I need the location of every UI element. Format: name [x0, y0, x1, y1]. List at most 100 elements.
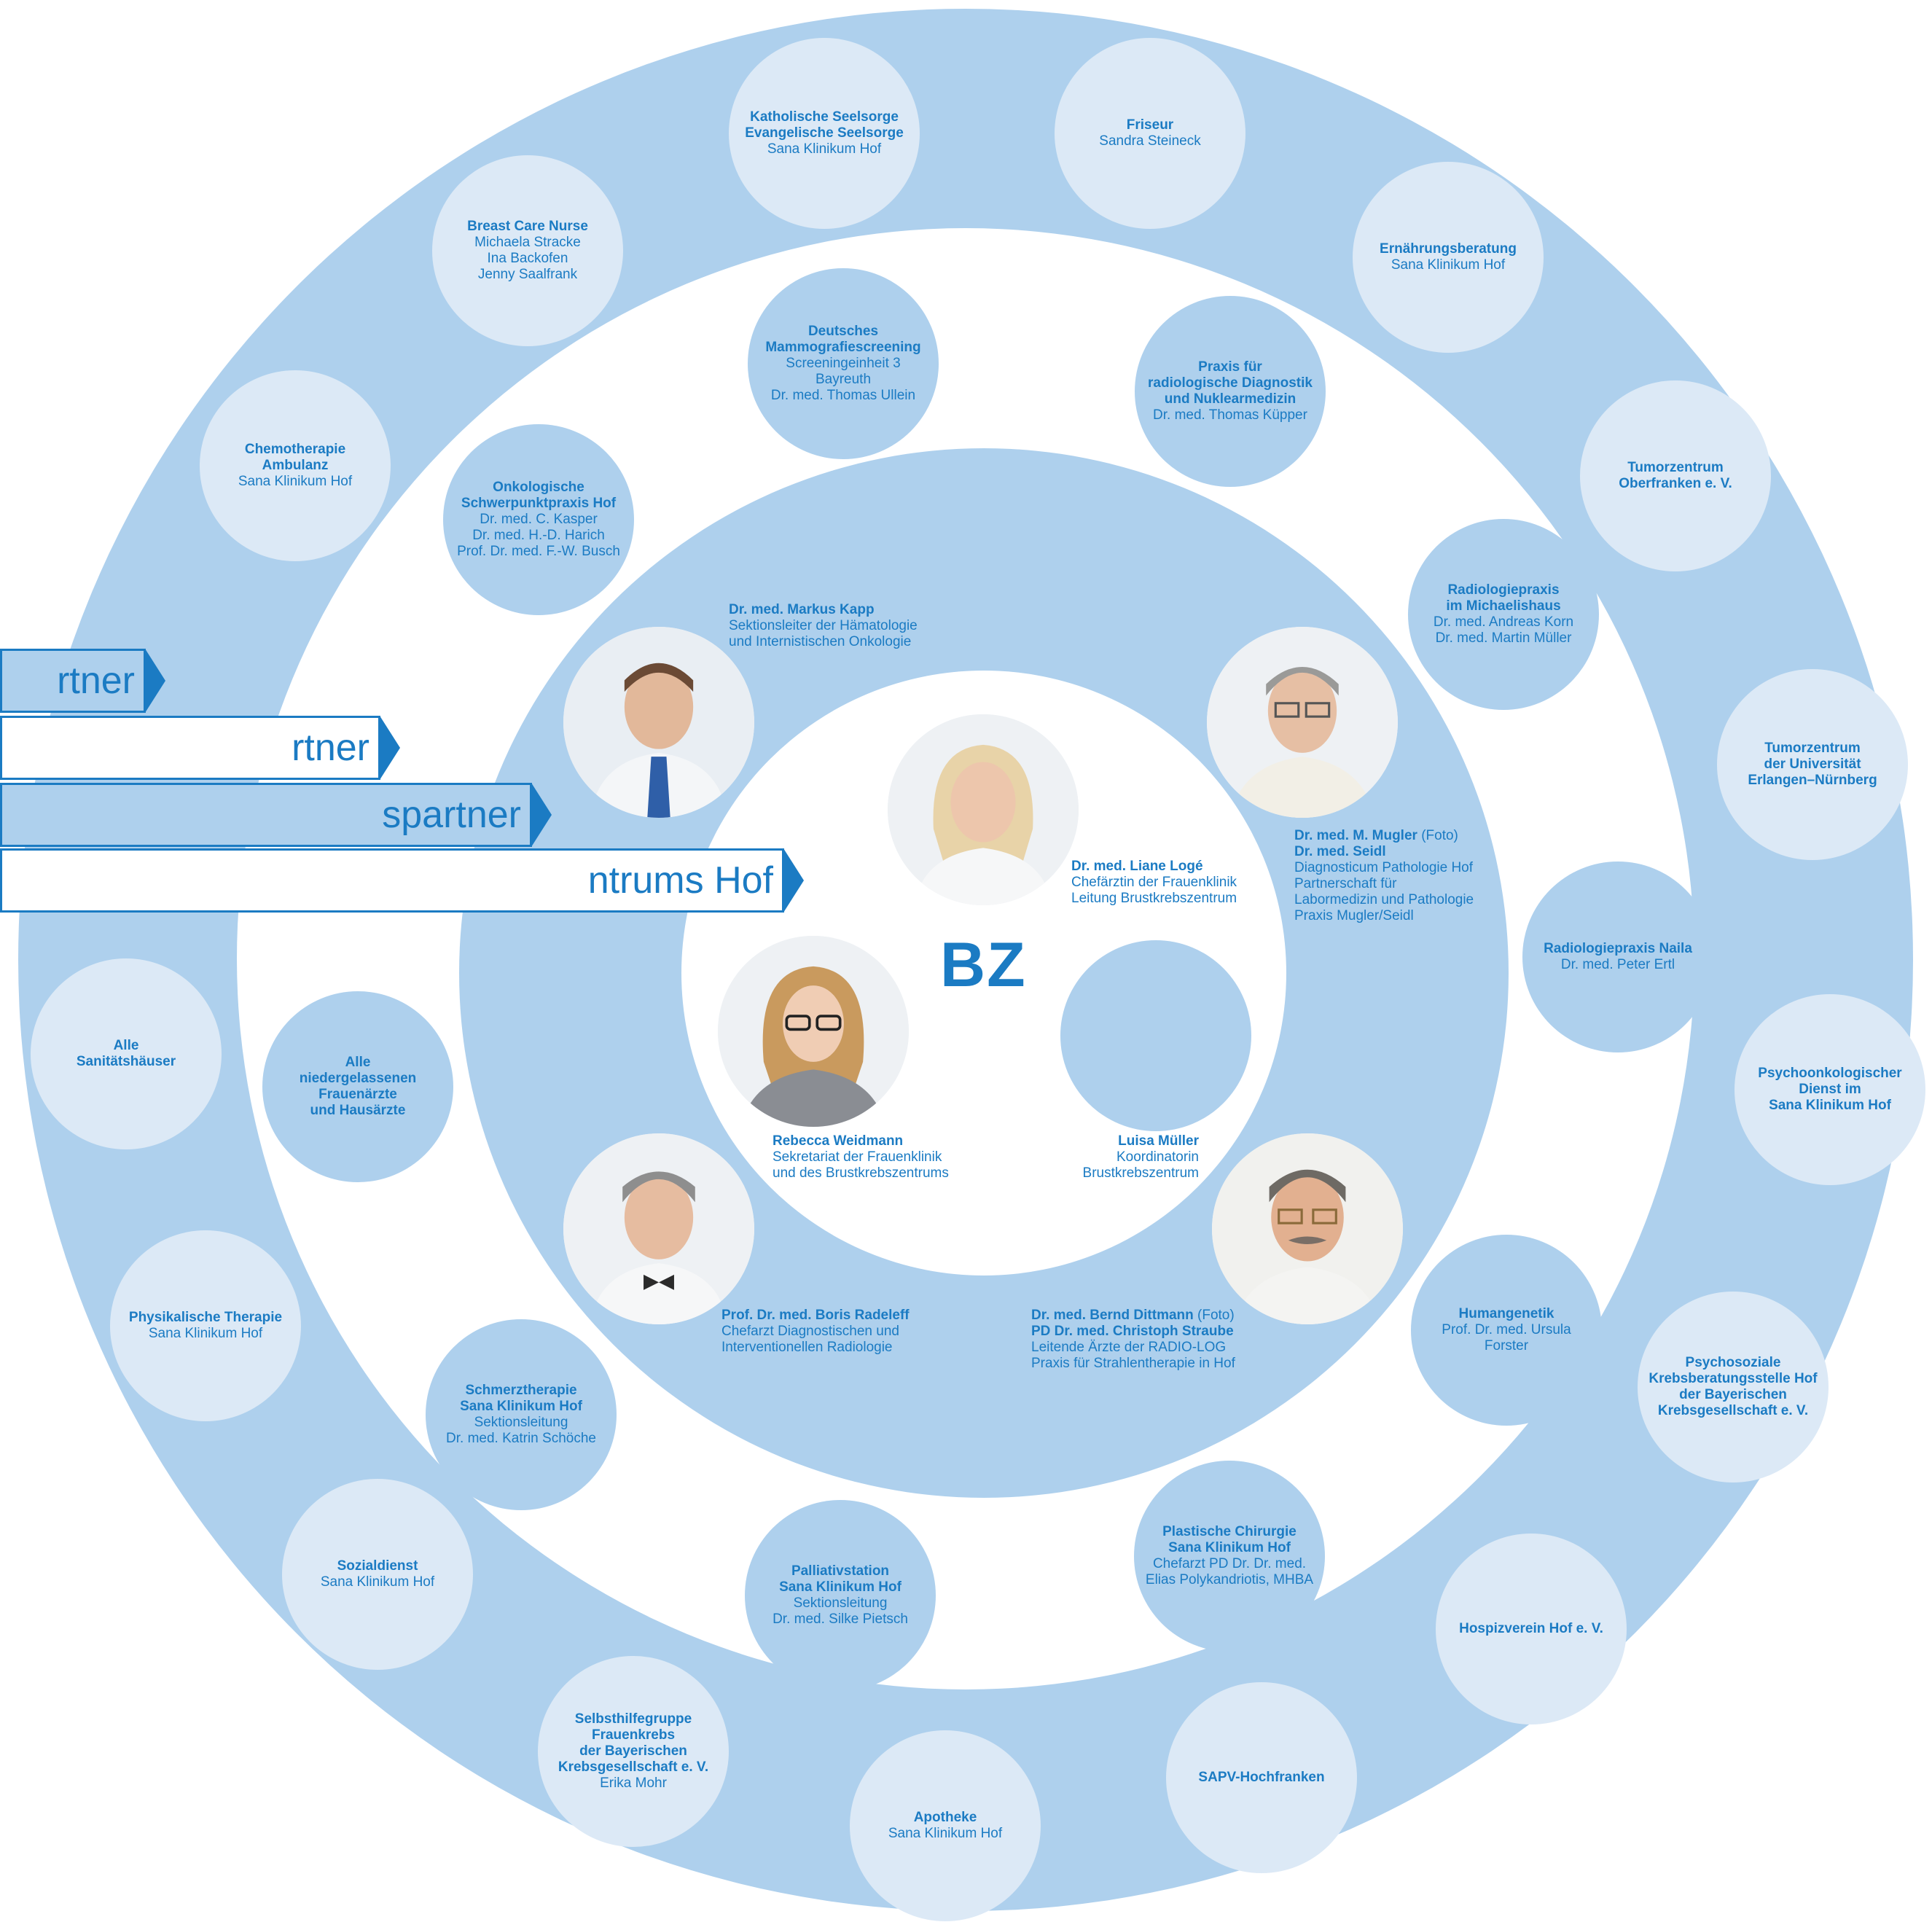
node-line: Prof. Dr. med. Ursula Forster — [1442, 1322, 1571, 1353]
caption-line: Interventionellen Radiologie — [721, 1340, 893, 1355]
node-line: Dr. med. Martin Müller — [1435, 630, 1572, 646]
node-line: Sana Klinikum Hof — [1168, 1540, 1291, 1555]
node-line: Alle — [113, 1038, 139, 1053]
node-line: Chefarzt PD Dr. Dr. med. — [1152, 1556, 1307, 1571]
node-radiologie-naila: Radiologiepraxis Naila Dr. med. Peter Er… — [1522, 862, 1713, 1052]
node-line: Psychoonkologischer — [1758, 1066, 1902, 1081]
photo-mueller-placeholder — [1060, 940, 1251, 1131]
caption-loge: Dr. med. Liane Logé Chefärztin der Fraue… — [1071, 859, 1237, 907]
node-friseur: Friseur Sandra Steineck — [1055, 38, 1245, 229]
caption-line: Dr. med. Bernd Dittmann (Foto) — [1031, 1308, 1235, 1324]
node-line: Ambulanz — [262, 458, 329, 473]
node-line: Elias Polykandriotis, MHBA — [1145, 1572, 1314, 1587]
node-psychoonkologie: Psychoonkologischer Dienst im Sana Klini… — [1735, 994, 1925, 1185]
caption-line: Prof. Dr. med. Boris Radeleff — [721, 1308, 910, 1323]
node-physikalische-therapie: Physikalische Therapie Sana Klinikum Hof — [110, 1230, 301, 1421]
caption-line: Leitung Brustkrebszentrum — [1071, 891, 1237, 906]
caption-line: Diagnosticum Pathologie Hof — [1294, 860, 1474, 875]
node-line: Sana Klinikum Hof — [148, 1326, 263, 1341]
node-line: Jenny Saalfrank — [477, 267, 578, 282]
node-line: Erika Mohr — [600, 1775, 667, 1791]
node-line: Chemotherapie — [244, 442, 346, 457]
caption-line: Dr. med. Seidl — [1294, 844, 1386, 859]
node-line: Tumorzentrum — [1764, 741, 1861, 756]
node-praxis-radiologie: Praxis für radiologische Diagnostik und … — [1135, 296, 1326, 487]
caption-line: Chefärztin der Frauenklinik — [1071, 875, 1237, 890]
node-line: Alle — [345, 1055, 371, 1070]
banner-1: rtner — [0, 649, 165, 713]
photo-weidmann — [718, 936, 909, 1127]
node-palliativstation: Palliativstation Sana Klinikum Hof Sekti… — [745, 1500, 936, 1691]
node-niedergelassene-aerzte: Alle niedergelassenen Frauenärzte und Ha… — [262, 991, 453, 1182]
node-onkologische-praxis: Onkologische Schwerpunktpraxis Hof Dr. m… — [443, 424, 634, 615]
caption-line: Rebecca Weidmann — [773, 1133, 904, 1149]
caption-line: Praxis Mugler/Seidl — [1294, 908, 1414, 923]
node-seelsorge: Katholische Seelsorge Evangelische Seels… — [729, 38, 920, 229]
node-line: Krebsberatungsstelle Hof — [1649, 1371, 1818, 1386]
node-line: Tumorzentrum — [1627, 460, 1724, 475]
node-line: Sektionsleitung — [474, 1415, 568, 1430]
node-line: Dr. med. Silke Pietsch — [773, 1612, 908, 1627]
node-line: Evangelische Seelsorge — [745, 125, 904, 141]
node-line: Prof. Dr. med. F.-W. Busch — [457, 544, 620, 559]
node-line: Schmerztherapie — [465, 1383, 577, 1398]
caption-line: Dr. med. M. Mugler (Foto) — [1294, 828, 1474, 844]
caption-line: Chefarzt Diagnostischen und — [721, 1324, 899, 1339]
node-line: Schwerpunktpraxis Hof — [461, 496, 617, 511]
node-line: Dr. med. Andreas Korn — [1433, 614, 1574, 630]
node-line: Sanitätshäuser — [76, 1054, 176, 1069]
node-line: der Bayerischen — [579, 1743, 687, 1759]
node-line: Radiologiepraxis Naila — [1544, 941, 1692, 956]
node-line: Dr. med. C. Kasper — [480, 512, 598, 527]
node-line: Praxis für — [1198, 359, 1262, 375]
photo-mugler — [1207, 627, 1398, 818]
node-line: Krebsgesellschaft e. V. — [558, 1759, 709, 1775]
node-line: Bayreuth — [815, 372, 872, 387]
node-line: Sektionsleitung — [793, 1595, 888, 1611]
node-line: Dienst im — [1799, 1082, 1861, 1097]
node-line: Sana Klinikum Hof — [320, 1574, 435, 1590]
node-line: Friseur — [1126, 117, 1174, 133]
caption-line: Brustkrebszentrum — [1082, 1165, 1199, 1181]
node-line: Psychosoziale — [1685, 1355, 1781, 1370]
caption-name: Dr. med. Bernd Dittmann — [1031, 1308, 1194, 1323]
node-line: Dr. med. Katrin Schöche — [446, 1431, 596, 1446]
node-mammografiescreening: Deutsches Mammografiescreening Screening… — [748, 268, 939, 459]
node-selbsthilfegruppe: Selbsthilfegruppe Frauenkrebs der Bayeri… — [538, 1656, 729, 1847]
banner-2: rtner — [0, 716, 400, 780]
banner-4-arrow-icon — [783, 848, 804, 913]
node-hospizverein: Hospizverein Hof e. V. — [1436, 1534, 1627, 1724]
banner-3: spartner — [0, 783, 552, 847]
photo-radeleff — [563, 1133, 754, 1324]
node-line: Selbsthilfegruppe — [574, 1711, 692, 1727]
caption-line: Sektionsleiter der Hämatologie — [729, 618, 918, 633]
node-radiologie-michaelishaus: Radiologiepraxis im Michaelishaus Dr. me… — [1408, 519, 1599, 710]
caption-line: Dr. med. Markus Kapp — [729, 602, 875, 617]
caption-line: Partnerschaft für — [1294, 876, 1397, 891]
caption-dittmann-straube: Dr. med. Bernd Dittmann (Foto) PD Dr. me… — [1031, 1308, 1235, 1372]
node-tumorzentrum-erlangen: Tumorzentrum der Universität Erlangen–Nü… — [1717, 669, 1908, 860]
caption-name: Dr. med. M. Mugler — [1294, 828, 1417, 843]
node-line: und Hausärzte — [310, 1103, 406, 1118]
node-line: der Bayerischen — [1679, 1387, 1787, 1402]
node-line: Breast Care Nurse — [467, 219, 588, 234]
node-line: Deutsches — [807, 324, 879, 339]
node-line: und Nuklearmedizin — [1164, 391, 1297, 407]
node-line: Sozialdienst — [337, 1558, 418, 1574]
node-line: der Universität — [1764, 757, 1861, 772]
banner-4: ntrums Hof — [0, 848, 804, 913]
node-line: SAPV-Hochfranken — [1198, 1770, 1325, 1785]
caption-mugler-seidl: Dr. med. M. Mugler (Foto) Dr. med. Seidl… — [1294, 828, 1474, 924]
node-plastische-chirurgie: Plastische Chirurgie Sana Klinikum Hof C… — [1134, 1461, 1325, 1652]
node-line: Krebsgesellschaft e. V. — [1657, 1403, 1809, 1418]
node-line: Sana Klinikum Hof — [1769, 1098, 1891, 1113]
node-line: Mammografiescreening — [765, 340, 921, 355]
node-line: Dr. med. H.-D. Harich — [472, 528, 605, 543]
caption-kapp: Dr. med. Markus Kapp Sektionsleiter der … — [729, 602, 918, 650]
banner-3-arrow-icon — [531, 783, 552, 847]
node-line: Erlangen–Nürnberg — [1748, 773, 1877, 788]
node-line: Radiologiepraxis — [1447, 582, 1560, 598]
caption-radeleff: Prof. Dr. med. Boris Radeleff Chefarzt D… — [721, 1308, 910, 1356]
node-humangenetik: Humangenetik Prof. Dr. med. Ursula Forst… — [1411, 1235, 1602, 1426]
node-sozialdienst: Sozialdienst Sana Klinikum Hof — [282, 1479, 473, 1670]
